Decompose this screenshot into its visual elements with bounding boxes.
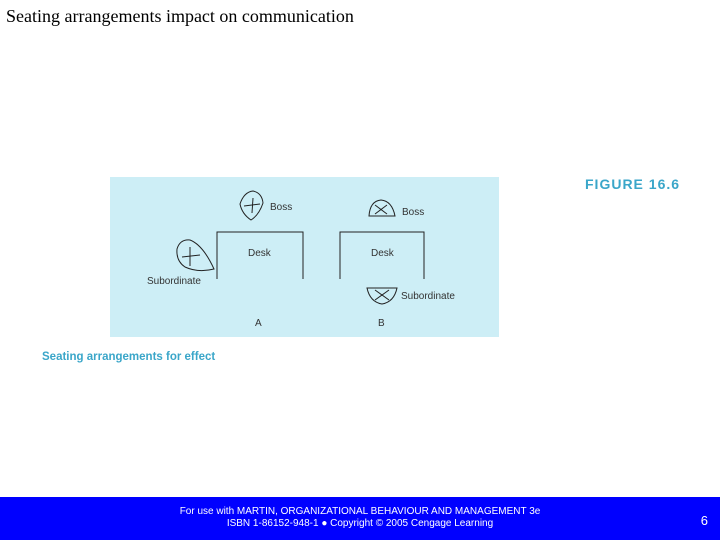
footer-credit: For use with MARTIN, ORGANIZATIONAL BEHA… <box>130 506 590 530</box>
layout-b-label: B <box>378 318 385 329</box>
layout-b: Boss Desk Subordinate B <box>339 199 455 329</box>
figure-label: FIGURE 16.6 <box>585 176 681 192</box>
subordinate-seat-a-icon <box>176 239 215 272</box>
boss-label-a: Boss <box>270 202 292 213</box>
layout-a-label: A <box>255 318 262 329</box>
figure-caption: Seating arrangements for effect <box>42 351 216 363</box>
boss-seat-b-icon <box>368 199 396 217</box>
footer-credit-line-2: ISBN 1-86152-948-1 ● Copyright © 2005 Ce… <box>226 518 494 529</box>
footer-bar: For use with MARTIN, ORGANIZATIONAL BEHA… <box>0 497 720 540</box>
layout-a: Boss Desk Subordinate A <box>147 190 304 329</box>
slide-title: Seating arrangements impact on communica… <box>6 6 354 26</box>
desk-a: Desk <box>216 231 304 279</box>
subordinate-label-b: Subordinate <box>401 291 455 302</box>
desk-label-a: Desk <box>248 248 272 259</box>
desk-label-b: Desk <box>371 248 395 259</box>
subordinate-seat-b-icon <box>366 287 398 305</box>
seating-diagram: Boss Desk Subordinate A Boss <box>110 177 499 337</box>
boss-label-b: Boss <box>402 207 424 218</box>
footer-credit-line-1: For use with MARTIN, ORGANIZATIONAL BEHA… <box>179 506 541 517</box>
subordinate-label-a: Subordinate <box>147 276 201 287</box>
desk-b: Desk <box>339 231 425 279</box>
page-number: 6 <box>700 513 708 528</box>
boss-seat-a-icon <box>239 190 264 221</box>
seating-diagram-svg: Boss Desk Subordinate A Boss <box>147 190 455 329</box>
